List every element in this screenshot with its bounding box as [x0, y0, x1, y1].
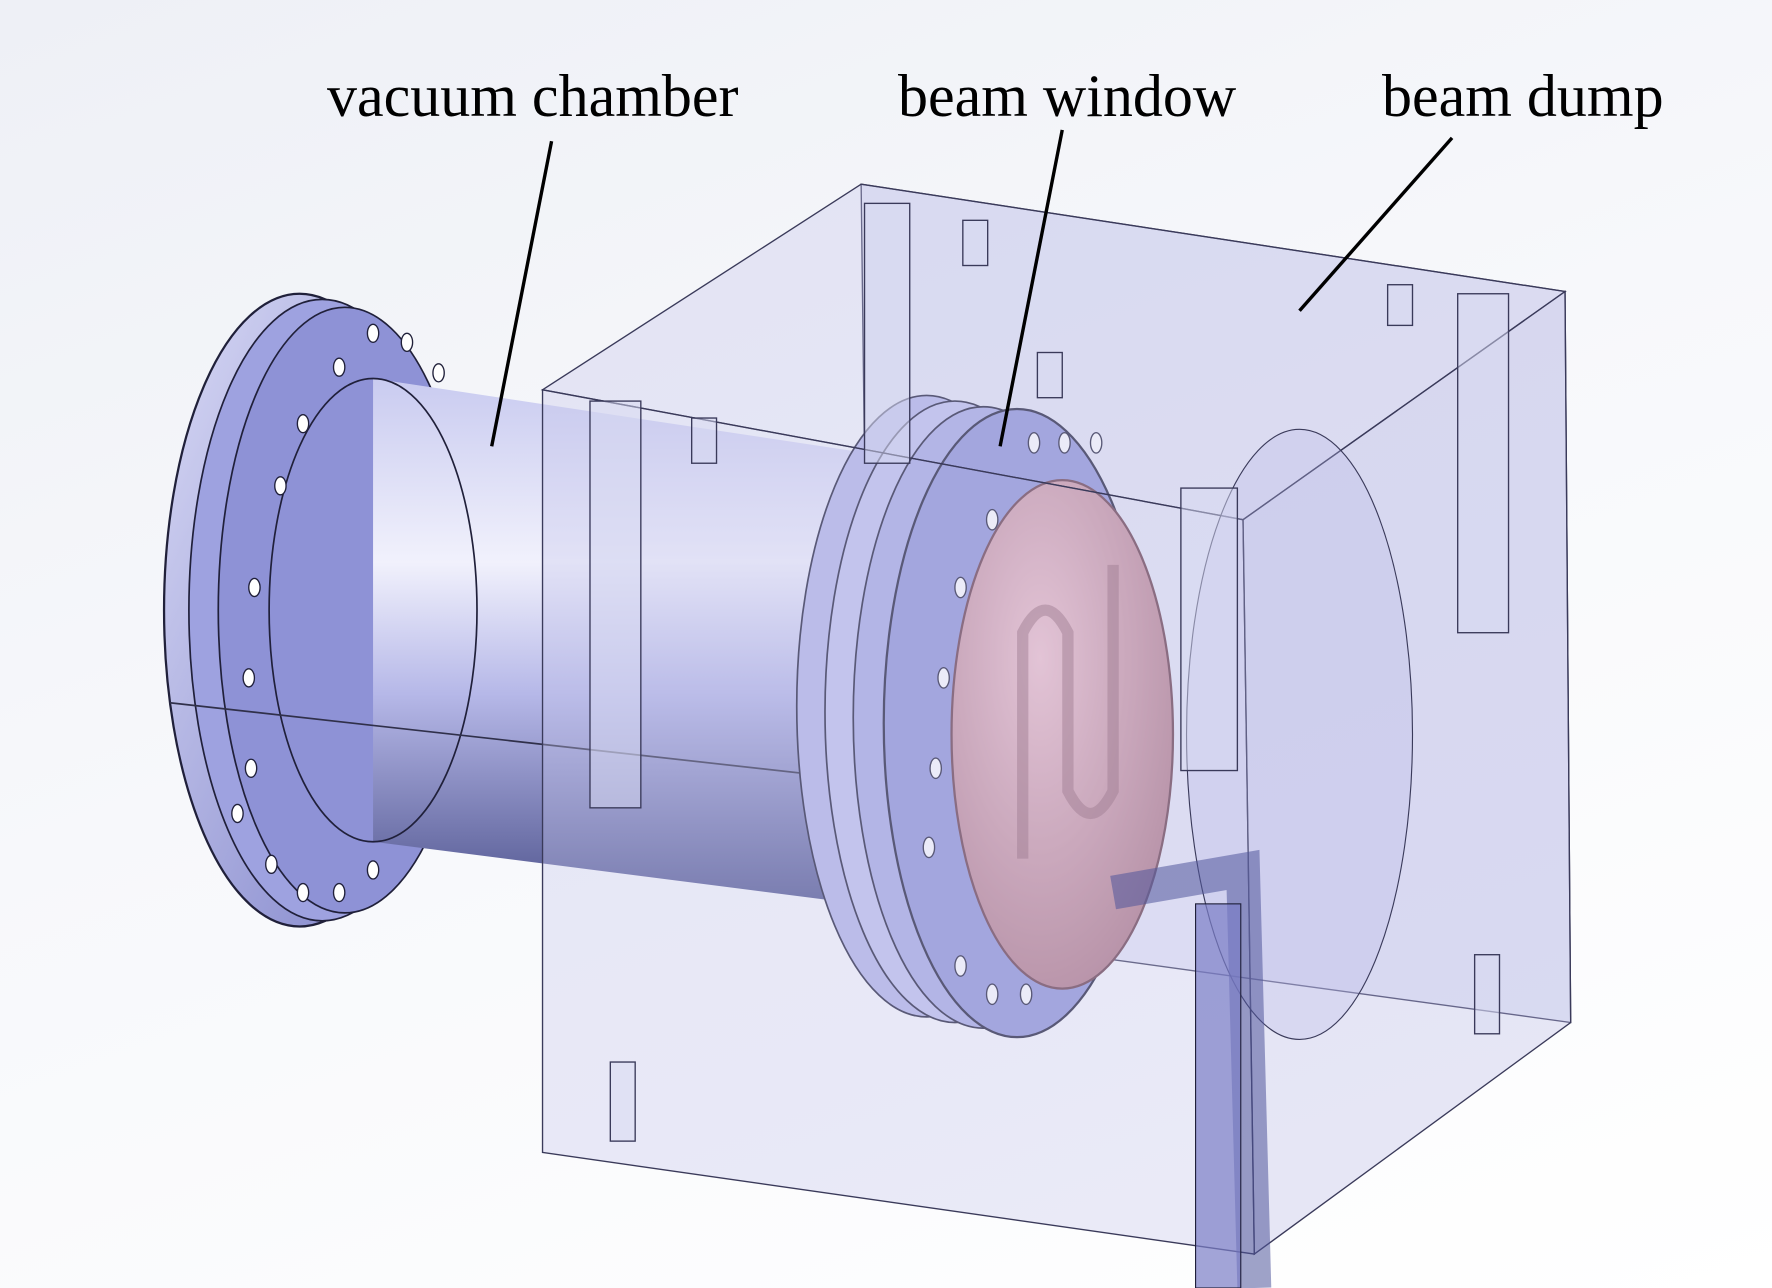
- beam-dump-block-front: [540, 183, 1572, 1288]
- beam-dump-leader: [1298, 136, 1454, 312]
- beam-window-leader: [998, 129, 1064, 447]
- vacuum-chamber-leader: [490, 140, 554, 447]
- beam-window: [795, 394, 1175, 1039]
- beam-dump-label: beam dump: [1382, 63, 1664, 129]
- beam-window-label: beam window: [898, 63, 1237, 129]
- vacuum-chamber-label: vacuum chamber: [327, 63, 739, 129]
